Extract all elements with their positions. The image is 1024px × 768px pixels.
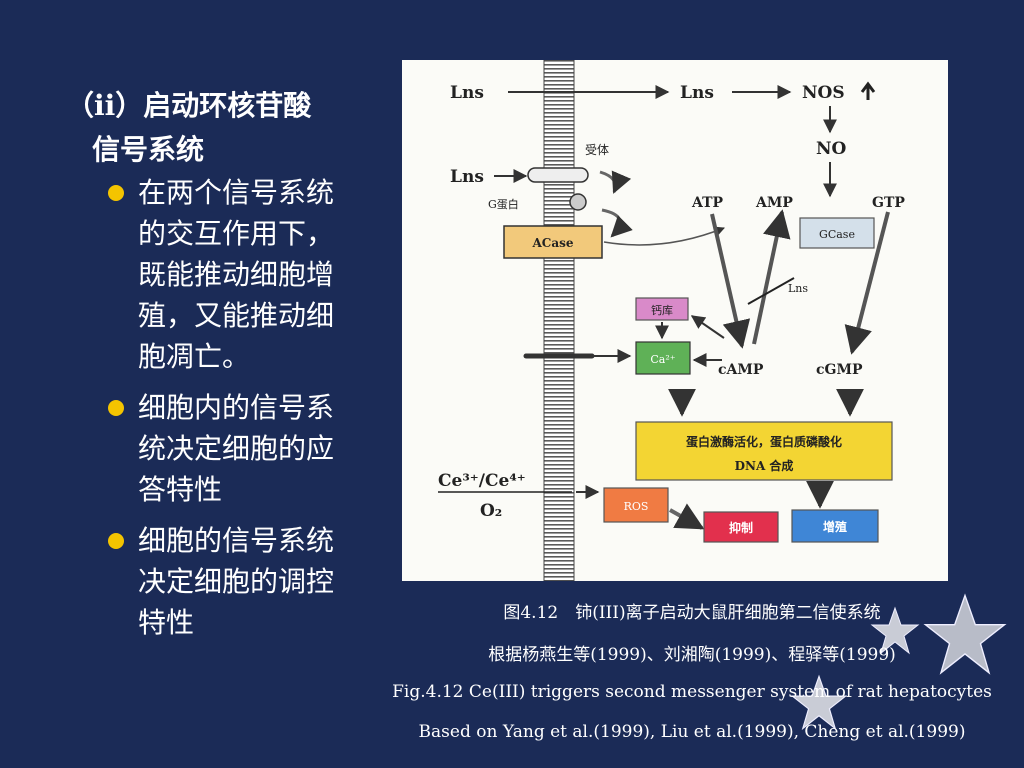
lns-receptor-label: Lns xyxy=(450,167,484,187)
bullet-dot-icon xyxy=(108,533,124,549)
gtp-cgmp-arrow xyxy=(844,211,890,355)
star-icon xyxy=(923,593,1007,675)
g-protein-shape xyxy=(569,193,587,211)
atp-label: ATP xyxy=(691,195,724,211)
bullet-text: 细胞的信号系统决定细胞的调控特性 xyxy=(138,524,335,639)
lns-inhibit-label: Lns xyxy=(788,282,808,295)
nos-label: NOS xyxy=(802,83,845,103)
receptor-shape xyxy=(527,167,589,183)
star-icon xyxy=(790,674,848,731)
diagram-svg: Lns Lns NOS NO 受体 Lns G蛋白 ACase ATP AM xyxy=(438,60,905,581)
caption-line-4: Based on Yang et al.(1999), Liu et al.(1… xyxy=(418,722,966,742)
lns-top-mid-label: Lns xyxy=(680,83,714,103)
bullet-item: 细胞内的信号系统决定细胞的应答特性 xyxy=(104,387,354,510)
up-arrow-icon xyxy=(860,81,876,100)
lns-top-left-label: Lns xyxy=(450,83,484,103)
o2-label: O₂ xyxy=(480,501,502,521)
amp-camp-arrow xyxy=(752,209,791,345)
bullet-text: 细胞内的信号系统决定细胞的应答特性 xyxy=(138,391,335,506)
bullet-dot-icon xyxy=(108,400,124,416)
effect-box xyxy=(635,421,893,481)
ros-label: ROS xyxy=(624,500,649,513)
gcase-label: GCase xyxy=(819,228,855,241)
caption-line-2: 根据杨燕生等(1999)、刘湘陶(1999)、程驿等(1999) xyxy=(488,645,896,665)
caption-line-1: 图4.12 铈(III)离子启动大鼠肝细胞第二信使系统 xyxy=(503,603,881,623)
ca-store-label: 钙库 xyxy=(651,303,673,317)
heading-line-1: （ii）启动环核苷酸 xyxy=(66,89,312,122)
heading-line-2: 信号系统 xyxy=(92,133,205,166)
acase-label: ACase xyxy=(531,236,573,250)
star-icon xyxy=(870,606,920,655)
camp-label: cAMP xyxy=(718,362,764,378)
bullet-dot-icon xyxy=(108,185,124,201)
cgmp-label: cGMP xyxy=(816,362,863,378)
acase-arrow xyxy=(603,226,725,246)
bullet-text: 在两个信号系统的交互作用下，既能推动细胞增殖，又能推动细胞凋亡。 xyxy=(138,176,335,373)
effect-line-1: 蛋白激酶活化，蛋白质磷酸化 xyxy=(686,434,842,449)
effect-line-2: DNA 合成 xyxy=(735,458,794,473)
ce-label: Ce³⁺/Ce⁴⁺ xyxy=(438,471,526,491)
gcase-box xyxy=(799,217,875,249)
g-protein-curve-arrow xyxy=(601,208,633,238)
atp-camp-arrow xyxy=(710,213,751,349)
ca-ion-box xyxy=(635,341,691,375)
bullet-item: 在两个信号系统的交互作用下，既能推动细胞增殖，又能推动细胞凋亡。 xyxy=(104,172,354,377)
bullet-list: 在两个信号系统的交互作用下，既能推动细胞增殖，又能推动细胞凋亡。 细胞内的信号系… xyxy=(104,172,354,653)
lns-inhibit-mark xyxy=(747,277,795,305)
inhibit-label: 抑制 xyxy=(729,520,753,535)
ros-inhibit-arrow xyxy=(669,503,705,530)
caption-line-3: Fig.4.12 Ce(III) triggers second messeng… xyxy=(392,682,992,702)
ca-store-box xyxy=(635,297,689,321)
bullet-item: 细胞的信号系统决定细胞的调控特性 xyxy=(104,520,354,643)
acase-box xyxy=(503,225,603,259)
inhibit-box xyxy=(703,511,779,543)
cell-membrane xyxy=(543,60,575,581)
amp-label: AMP xyxy=(755,195,793,211)
section-heading: （ii）启动环核苷酸 信号系统 xyxy=(66,84,366,172)
receptor-curve-arrow xyxy=(599,170,632,194)
gtp-label: GTP xyxy=(872,195,905,211)
ca-ion-label: Ca²⁺ xyxy=(650,353,675,366)
signaling-diagram: Lns Lns NOS NO 受体 Lns G蛋白 ACase ATP AM xyxy=(402,60,948,581)
camp-store-arrow xyxy=(690,315,725,339)
no-label: NO xyxy=(816,139,847,159)
g-protein-label: G蛋白 xyxy=(488,197,519,211)
receptor-label: 受体 xyxy=(585,143,609,157)
proliferate-box xyxy=(791,509,879,543)
ros-box xyxy=(603,487,669,523)
proliferate-label: 增殖 xyxy=(823,519,847,534)
